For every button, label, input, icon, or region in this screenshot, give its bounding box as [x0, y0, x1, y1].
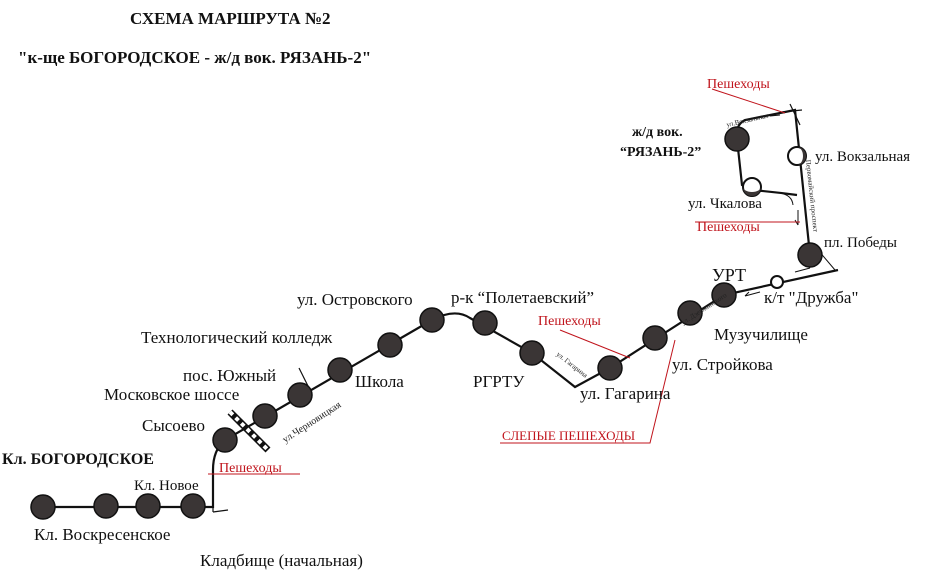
stop-rgrtu [519, 340, 545, 366]
street-vokzalnaya: ул.Вокзальная [726, 111, 770, 129]
note-blind-pedestrians: СЛЕПЫЕ ПЕШЕХОДЫ [502, 428, 635, 443]
label-druzhba: к/т "Дружба" [764, 288, 858, 307]
label-rgrtu: РГРТУ [473, 372, 525, 391]
label-college: Технологический колледж [141, 328, 332, 347]
stop-ryazan2 [724, 126, 750, 152]
railway-crossing-icon [227, 409, 271, 453]
street-chernovitskaya: ул.Черновицкая [281, 399, 344, 445]
stop-urt [711, 282, 737, 308]
stop-gagarina [597, 355, 623, 381]
stop-moskovskoe [252, 403, 278, 429]
diagram-subtitle: "к-ще БОГОРОДСКОЕ - ж/д вок. РЯЗАНЬ-2" [18, 48, 371, 67]
label-poletaevsky: р-к “Полетаевский” [451, 288, 594, 307]
stop-college [377, 332, 403, 358]
label-chkalova: ул. Чкалова [688, 196, 762, 212]
diagram-title: СХЕМА МАРШРУТА №2 [130, 9, 330, 28]
stop-ostrovskogo [419, 307, 445, 333]
crossing-mark [789, 103, 801, 126]
label-stroykova: ул. Стройкова [672, 355, 773, 374]
label-urt: УРТ [712, 265, 746, 285]
callout-line [559, 329, 631, 359]
route-end-tick [212, 509, 229, 513]
label-moskovskoe: Московское шоссе [104, 385, 239, 404]
label-gagarina: ул. Гагарина [580, 384, 671, 403]
label-kl-bogorodskoe: Кл. БОГОРОДСКОЕ [2, 451, 154, 468]
label-ryazan2-line1: ж/д вок. [632, 125, 683, 140]
stop-yuzhny [287, 382, 313, 408]
stop-chkalova [742, 177, 762, 197]
stop-vokzalnaya [787, 146, 807, 166]
stop-kladbishche [180, 493, 206, 519]
stop-pobedy [797, 242, 823, 268]
label-vokzalnaya: ул. Вокзальная [815, 149, 910, 165]
label-shkola: Школа [355, 372, 404, 391]
label-sysoevo: Сысоево [142, 416, 205, 435]
label-kl-voskresenskoe: Кл. Воскресенское [34, 525, 170, 544]
label-ostrovskogo: ул. Островского [297, 290, 413, 309]
label-yuzhny: пос. Южный [183, 366, 276, 385]
stop-muzuchilishche [677, 300, 703, 326]
label-kl-novoe: Кл. Новое [134, 478, 199, 494]
stop-shkola [327, 357, 353, 383]
label-kladbishche: Кладбище (начальная) [200, 551, 363, 570]
callout-line [500, 339, 676, 444]
stop-druzhba [770, 275, 784, 289]
stop-sysoevo [212, 427, 238, 453]
stop-kl-novoe [135, 493, 161, 519]
stop-stroykova [642, 325, 668, 351]
stop-kl-bogorodskoe [30, 494, 56, 520]
label-pobedy: пл. Победы [824, 235, 897, 251]
label-ryazan2-line2: “РЯЗАНЬ-2” [620, 145, 701, 160]
callout-line [711, 88, 786, 114]
note-pedestrians: Пешеходы [707, 77, 770, 92]
stop-poletaevsky [472, 310, 498, 336]
crossing-mark [298, 367, 309, 387]
note-pedestrians: Пешеходы [219, 461, 282, 476]
label-muzuchilishche: Музучилище [714, 325, 808, 344]
stop-kl-voskresenskoe [93, 493, 119, 519]
crossing-mark [781, 109, 803, 113]
note-pedestrians: Пешеходы [697, 220, 760, 235]
note-pedestrians: Пешеходы [538, 314, 601, 329]
